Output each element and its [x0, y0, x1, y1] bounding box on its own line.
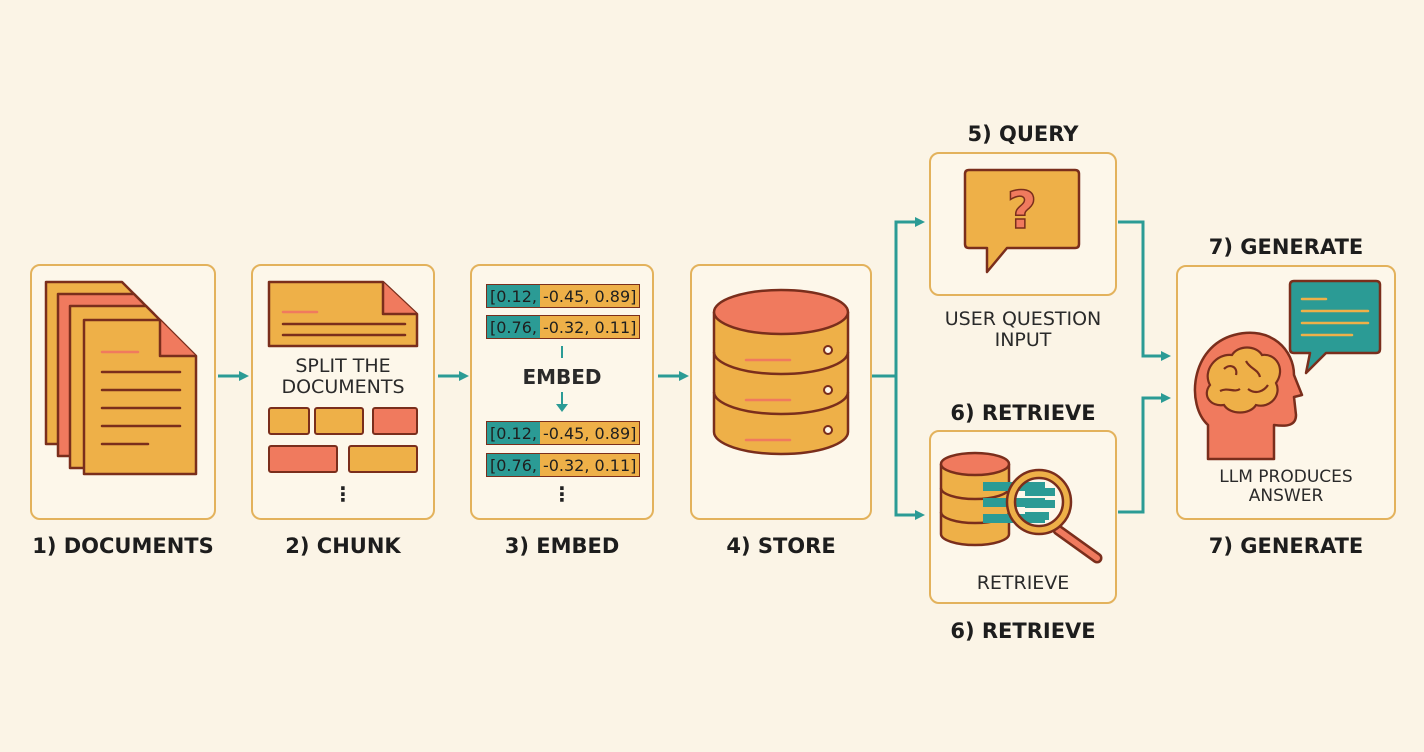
- query-caption: USER QUESTION INPUT: [929, 308, 1117, 352]
- llm-head-icon: [1193, 279, 1382, 461]
- embedding-vector-3: [0.12, -0.45, 0.89]: [486, 421, 641, 445]
- step-label-retrieve-top: 6) RETRIEVE: [950, 401, 1096, 425]
- retrieve-caption: RETRIEVE: [976, 572, 1070, 594]
- vector-1-part-b: -0.45, 0.89]: [539, 285, 640, 307]
- chunk-caption-line2: DOCUMENTS: [281, 376, 405, 399]
- arrow-query-to-generate: [1118, 220, 1171, 361]
- chunk-more-indicator: ⋮: [333, 482, 353, 506]
- retrieve-search-icon: [939, 451, 1103, 564]
- arrow-retrieve-to-generate: [1118, 393, 1171, 514]
- query-caption-line2: INPUT: [994, 329, 1052, 352]
- step-label-generate-bottom: 7) GENERATE: [1208, 534, 1364, 558]
- step-label-generate-top: 7) GENERATE: [1208, 235, 1364, 259]
- generate-caption-line1: LLM PRODUCES: [1219, 467, 1353, 487]
- embed-center-label: EMBED: [522, 365, 602, 389]
- chunk-caption: SPLIT THE DOCUMENTS: [251, 355, 435, 399]
- vector-2-part-a: [0.76,: [487, 316, 540, 338]
- chunk-caption-line1: SPLIT THE: [295, 355, 391, 377]
- step-label-query: 5) QUERY: [967, 122, 1079, 146]
- step-label-chunk: 2) CHUNK: [285, 534, 401, 558]
- step-label-embed: 3) EMBED: [504, 534, 620, 558]
- embedding-vector-2: [0.76, -0.32, 0.11]: [486, 315, 641, 339]
- magnifier: [1005, 468, 1103, 564]
- answer-bubble: [1288, 279, 1382, 375]
- query-caption-line1: USER QUESTION: [944, 308, 1102, 330]
- chunk-blocks: [268, 407, 418, 473]
- embedding-vector-4: [0.76, -0.32, 0.11]: [486, 453, 641, 477]
- generate-caption-line2: ANSWER: [1248, 486, 1324, 507]
- documents-icon: [44, 280, 198, 476]
- step-label-documents: 1) DOCUMENTS: [32, 534, 214, 558]
- step-label-store: 4) STORE: [726, 534, 836, 558]
- brain: [1205, 346, 1282, 414]
- vector-2-part-b: -0.32, 0.11]: [539, 316, 640, 338]
- database-icon: [712, 288, 850, 456]
- chunk-page-icon: [267, 280, 419, 473]
- step-label-retrieve-bottom: 6) RETRIEVE: [950, 619, 1096, 643]
- vector-4-part-b: -0.32, 0.11]: [539, 454, 640, 476]
- arrow-store-to-retrieve: [894, 376, 925, 520]
- question-bubble-icon: ?: [963, 168, 1081, 274]
- vector-3-part-a: [0.12,: [487, 422, 540, 444]
- arrow-store-to-query: [894, 217, 925, 376]
- embed-flow-arrow: [556, 346, 568, 412]
- generate-caption: LLM PRODUCES ANSWER: [1176, 467, 1396, 507]
- embedding-vector-1: [0.12, -0.45, 0.89]: [486, 284, 641, 308]
- vector-4-part-a: [0.76,: [487, 454, 540, 476]
- vector-3-part-b: -0.45, 0.89]: [539, 422, 640, 444]
- embed-more-indicator: ⋮: [552, 482, 572, 506]
- vector-1-part-a: [0.12,: [487, 285, 540, 307]
- svg-text:?: ?: [1007, 181, 1037, 241]
